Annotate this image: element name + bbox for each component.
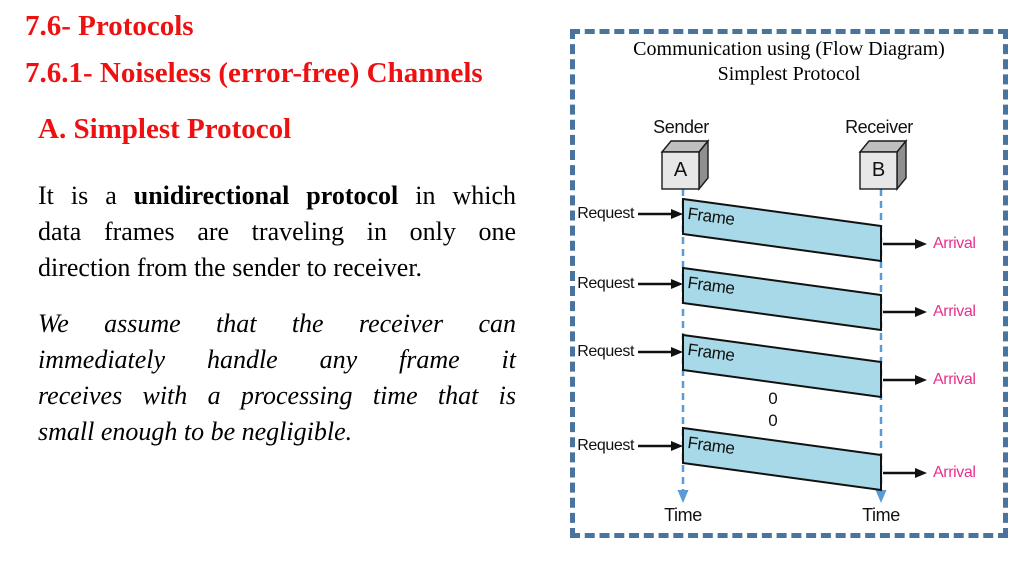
ellipsis-dot: 0: [768, 389, 778, 408]
diagram-title-line1: Communication using (Flow Diagram): [633, 38, 945, 60]
diagram-title-line2: Simplest Protocol: [717, 63, 861, 85]
request-label: Request: [577, 437, 634, 454]
arrival-arrow-icon: [883, 307, 927, 317]
diagram-title: Communication using (Flow Diagram) Simpl…: [570, 37, 1008, 87]
frame-shape: [682, 197, 882, 263]
section-heading: 7.6- Protocols: [25, 10, 194, 42]
receiver-label: Receiver: [845, 117, 913, 137]
request-arrow-icon: [638, 209, 683, 219]
sender-cube-icon: [660, 139, 710, 191]
arrival-label: Arrival: [933, 464, 976, 481]
request-arrow-icon: [638, 347, 683, 357]
subsection-heading: 7.6.1- Noiseless (error-free) Channels: [25, 57, 483, 89]
sender-node-letter: A: [673, 159, 688, 181]
dashed-border: [570, 29, 1008, 538]
paragraph-line: data frames are traveling in only one: [38, 217, 516, 246]
paragraph-assumption: We assume that the receiver can immediat…: [38, 306, 516, 450]
protocol-heading: A. Simplest Protocol: [38, 113, 292, 145]
flow-diagram-graphic: [638, 139, 927, 503]
paragraph-line: immediately handle any frame it: [38, 345, 516, 374]
paragraph-text: in which: [398, 181, 517, 210]
timeline-arrow-icon: [677, 490, 689, 503]
paragraph-text: It is a: [38, 181, 134, 210]
paragraph-line: We assume that the receiver can: [38, 309, 516, 338]
frame-shape: [682, 266, 882, 332]
sender-time-label: Time: [664, 505, 702, 525]
paragraph-line: small enough to be negligible.: [38, 417, 353, 446]
arrival-arrow-icon: [883, 239, 927, 249]
receiver-time-label: Time: [862, 505, 900, 525]
flow-diagram-panel: Communication using (Flow Diagram) Simpl…: [570, 29, 1008, 538]
arrival-label: Arrival: [933, 371, 976, 388]
arrival-label: Arrival: [933, 235, 976, 252]
request-arrow-icon: [638, 441, 683, 451]
ellipsis-dot: 0: [768, 411, 778, 430]
arrival-arrow-icon: [883, 468, 927, 478]
request-label: Request: [577, 205, 634, 222]
receiver-cube-icon: [858, 139, 908, 191]
paragraph-line: direction from the sender to receiver.: [38, 253, 423, 282]
receiver-node-letter: B: [871, 159, 886, 181]
request-arrow-icon: [638, 279, 683, 289]
paragraph-bold-text: unidirectional protocol: [133, 181, 399, 210]
arrival-arrow-icon: [883, 375, 927, 385]
frame-shape: [682, 426, 882, 492]
request-label: Request: [577, 275, 634, 292]
request-label: Request: [577, 343, 634, 360]
sender-label: Sender: [653, 117, 709, 137]
arrival-label: Arrival: [933, 303, 976, 320]
paragraph-line: receives with a processing time that is: [38, 381, 516, 410]
timeline-arrow-icon: [875, 490, 887, 503]
frame-shape: [682, 333, 882, 399]
paragraph-line: It is a unidirectional protocol in which: [38, 178, 516, 214]
paragraph-unidirectional: It is a unidirectional protocol in which…: [38, 178, 516, 286]
